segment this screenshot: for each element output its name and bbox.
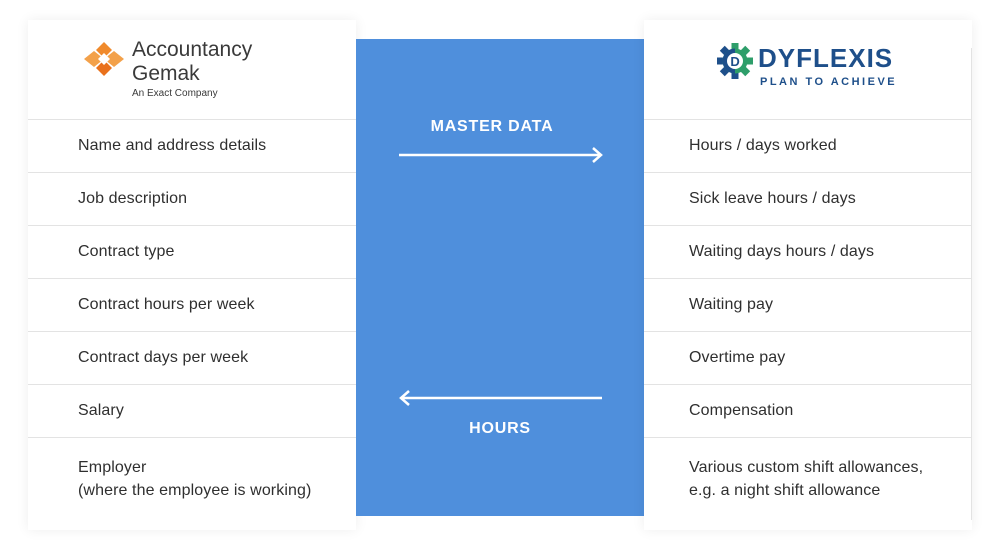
logo-name: DYFLEXIS xyxy=(758,43,894,73)
arrow-left-icon xyxy=(399,390,602,406)
list-item: Compensation xyxy=(644,384,972,437)
list-item-line2: (where the employee is working) xyxy=(78,482,312,499)
accountancy-gemak-logo-icon xyxy=(84,42,124,76)
logo-name-line1: Accountancy xyxy=(132,38,253,61)
list-item: Waiting days hours / days xyxy=(644,225,972,278)
list-item-line1: Employer xyxy=(78,459,147,476)
accountancy-gemak-logo: Accountancy Gemak An Exact Company xyxy=(28,20,356,119)
list-item: Employer (where the employee is working) xyxy=(28,437,356,509)
hours-label: HOURS xyxy=(469,420,531,437)
list-item: Salary xyxy=(28,384,356,437)
master-data-label: MASTER DATA xyxy=(430,118,554,135)
list-item: Contract type xyxy=(28,225,356,278)
list-item: Sick leave hours / days xyxy=(644,172,972,225)
list-item: Contract days per week xyxy=(28,331,356,384)
data-flow-band: MASTER DATA HOURS xyxy=(356,39,644,516)
svg-text:D: D xyxy=(730,54,739,69)
list-item: Name and address details xyxy=(28,119,356,172)
logo-subtitle: An Exact Company xyxy=(132,88,218,99)
dyflexis-logo: D DYFLEXIS PLAN TO ACHIEVE xyxy=(644,20,972,119)
list-item: Waiting pay xyxy=(644,278,972,331)
list-item: Contract hours per week xyxy=(28,278,356,331)
list-item-line2: e.g. a night shift allowance xyxy=(689,482,881,499)
accountancy-gemak-panel: Accountancy Gemak An Exact Company Name … xyxy=(28,20,356,530)
list-item: Hours / days worked xyxy=(644,119,972,172)
dyflexis-panel: D DYFLEXIS PLAN TO ACHIEVE Hours / days … xyxy=(644,20,972,530)
master-data-list: Name and address details Job description… xyxy=(28,119,356,509)
list-item-line1: Various custom shift allowances, xyxy=(689,459,924,476)
dyflexis-gear-logo-icon: D xyxy=(717,43,753,79)
hours-data-list: Hours / days worked Sick leave hours / d… xyxy=(644,119,972,509)
arrow-right-icon xyxy=(399,147,603,163)
logo-tagline: PLAN TO ACHIEVE xyxy=(760,76,898,88)
logo-name-line2: Gemak xyxy=(132,62,200,85)
list-item: Job description xyxy=(28,172,356,225)
list-item: Various custom shift allowances, e.g. a … xyxy=(644,437,972,509)
list-item: Overtime pay xyxy=(644,331,972,384)
